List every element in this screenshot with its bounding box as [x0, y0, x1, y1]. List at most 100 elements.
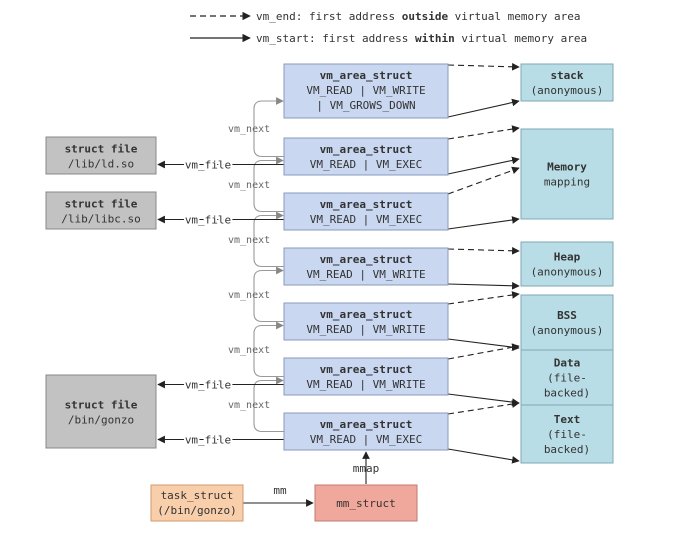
vm-next-label: vm_next — [228, 400, 270, 411]
mm-struct-rect — [314, 484, 418, 522]
legend-dashed-emph: outside — [402, 10, 449, 23]
memory-region-box: Data(file-backed) — [520, 349, 614, 406]
vm-file-label: vm_file — [185, 434, 231, 447]
task-struct-rect — [150, 484, 244, 522]
mmap-label: mmap — [353, 462, 380, 475]
vm-next-label: vm_next — [228, 290, 270, 301]
vma-title: vm_area_struct — [320, 308, 413, 321]
vm-area-struct-rect — [283, 357, 449, 396]
vm-area-struct-rect — [283, 137, 449, 176]
legend-dashed-text: vm_end: first address outside virtual me… — [256, 10, 581, 23]
vm-next-link — [253, 321, 284, 378]
struct-file-box: struct file/lib/ld.so — [45, 136, 157, 175]
legend: vm_end: first address outside virtual me… — [190, 10, 587, 45]
vm-start-arrow — [447, 393, 520, 406]
vm-area-struct-rect — [283, 192, 449, 231]
vm-start-arrow — [447, 448, 520, 464]
region-title: Heap — [554, 251, 581, 264]
struct-file-rect — [45, 136, 157, 175]
region-title: stack — [550, 69, 583, 82]
memory-region-rect — [520, 294, 614, 351]
legend-dashed-suffix: virtual memory area — [448, 10, 580, 23]
vm-end-arrow — [447, 343, 520, 360]
vm-area-struct-rect — [283, 412, 449, 451]
region-subtitle: mapping — [544, 176, 590, 189]
memory-region-rect — [520, 349, 614, 406]
memory-region-box: Heap (anonymous) — [520, 241, 614, 287]
vm-end-arrow — [447, 246, 520, 255]
vm-next-link — [253, 266, 284, 323]
legend-dashed-prefix: vm_end: first address — [256, 10, 402, 23]
legend-solid-text: vm_start: first address within virtual m… — [256, 32, 587, 45]
vm-file-label: vm_file — [185, 379, 231, 392]
memory-region-rect — [520, 128, 614, 220]
vm-next-link — [253, 156, 284, 213]
region-subtitle: (anonymous) — [531, 266, 604, 279]
memory-region-rect — [520, 241, 614, 287]
vm-start-arrow — [447, 156, 520, 175]
vma-flags: | VM_GROWS_DOWN — [316, 99, 415, 112]
region-subtitle: (anonymous) — [531, 84, 604, 97]
legend-solid-prefix: vm_start: first address — [256, 32, 415, 45]
legend-solid-suffix: virtual memory area — [455, 32, 587, 45]
region-subtitle: backed) — [544, 387, 590, 400]
memory-region-rect — [520, 63, 614, 102]
task-struct-box: task_struct (/bin/gonzo) — [150, 484, 244, 522]
vm-next-label: vm_next — [228, 124, 270, 135]
region-title: BSS — [557, 309, 577, 322]
memory-region-box: Text(file-backed) — [520, 404, 614, 464]
mm-struct-box: mm_struct — [314, 484, 418, 522]
region-title: Memory — [547, 161, 587, 174]
vm-file-label: vm_file — [185, 214, 231, 227]
vma-flags: VM_READ | VM_EXEC — [310, 433, 423, 446]
vm-start-arrow — [447, 338, 520, 351]
mm-label: mm — [273, 484, 287, 497]
vm-next-label: vm_next — [228, 345, 270, 356]
vm-end-arrow — [447, 62, 520, 71]
vm-start-arrow — [447, 281, 520, 290]
task-struct-subtitle: (/bin/gonzo) — [157, 504, 236, 517]
vm-end-arrow — [447, 400, 520, 415]
struct-file-box: struct file/bin/gonzo — [45, 374, 157, 449]
vm-end-arrow — [447, 291, 520, 305]
struct-file-title: struct file — [65, 143, 138, 156]
vm-area-struct-rect — [283, 63, 449, 119]
struct-file-title: struct file — [65, 399, 138, 412]
vm-end-arrow — [447, 125, 520, 140]
vm-start-arrow — [447, 216, 520, 230]
vm-file-label: vm_file — [185, 159, 231, 172]
vma-flags: VM_READ | VM_WRITE — [306, 378, 425, 391]
vma-flags: VM_READ | VM_WRITE — [306, 268, 425, 281]
struct-file-rect — [45, 374, 157, 449]
memory-region-box: Memory mapping — [520, 128, 614, 220]
memory-region-box: stack (anonymous) — [520, 63, 614, 102]
struct-file-path: /bin/gonzo — [68, 414, 134, 427]
region-subtitle: (file- — [547, 372, 587, 385]
vm-next-link — [253, 376, 284, 433]
task-struct-title: task_struct — [161, 489, 234, 502]
vm-area-struct-rect — [283, 247, 449, 286]
struct-file-path: /lib/libc.so — [61, 213, 140, 226]
struct-file-box: struct file/lib/libc.so — [45, 191, 157, 230]
vma-title: vm_area_struct — [320, 69, 413, 82]
struct-file-path: /lib/ld.so — [68, 158, 134, 171]
vma-flags: VM_READ | VM_EXEC — [310, 213, 423, 226]
memory-region-box: BSS(anonymous) — [520, 294, 614, 351]
struct-file-rect — [45, 191, 157, 230]
vma-flags: VM_READ | VM_WRITE — [306, 84, 425, 97]
vma-flags: VM_READ | VM_EXEC — [310, 158, 423, 171]
vma-title: vm_area_struct — [320, 363, 413, 376]
region-subtitle: (file- — [547, 428, 587, 441]
vma-title: vm_area_struct — [320, 198, 413, 211]
vma-flags: VM_READ | VM_WRITE — [306, 323, 425, 336]
vm-start-arrow — [447, 98, 520, 118]
